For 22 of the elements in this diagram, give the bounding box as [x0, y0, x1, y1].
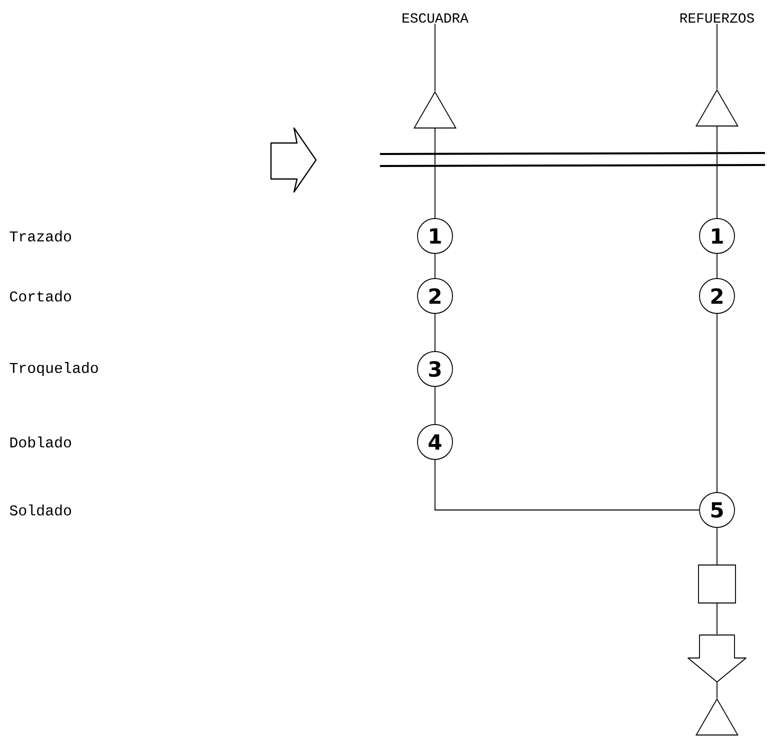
connector-line	[716, 603, 718, 635]
connector-line	[434, 460, 700, 510]
connector-line	[434, 128, 436, 218]
header-label: ESCUADRA	[402, 13, 468, 23]
transport-symbol	[688, 634, 746, 682]
step-label: Soldado	[10, 504, 71, 516]
connector-line	[434, 23, 436, 92]
connector-line	[434, 386, 436, 424]
inspection-square	[698, 564, 736, 604]
header-label: REFUERZOS	[680, 13, 754, 23]
step-label: Troquelado	[10, 362, 98, 376]
connector-line	[434, 254, 436, 278]
connector-line	[716, 23, 718, 90]
connector-line	[716, 681, 718, 699]
connector-line	[716, 314, 718, 492]
connector-line	[716, 126, 718, 218]
connector-line	[716, 528, 718, 565]
step-label: Trazado	[10, 230, 71, 242]
connector-line	[716, 254, 718, 278]
step-label: Cortado	[10, 290, 71, 302]
connector-line	[434, 314, 436, 352]
step-label: Doblado	[10, 436, 71, 448]
